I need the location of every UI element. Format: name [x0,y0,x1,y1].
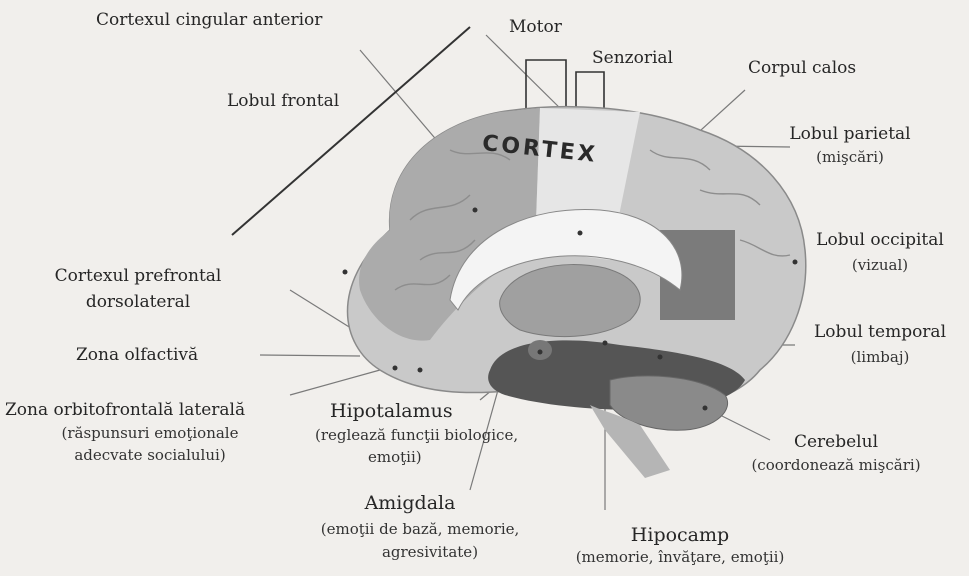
label-lobul-frontal: Lobul frontal [227,91,339,111]
motor-bracket [526,60,566,108]
label-lobul-temporal: Lobul temporal [814,322,946,342]
label-lobul-parietal-note: (mişcări) [816,148,884,167]
leader-motor-diag [486,35,570,118]
label-zona-orbitofrontala: Zona orbitofrontală laterală [5,400,245,420]
label-cortex-prefrontal-1: Cortexul prefrontal [55,266,222,286]
label-corpul-calos: Corpul calos [748,58,856,78]
label-cortex-prefrontal-2: dorsolateral [86,292,190,312]
label-lobul-occipital: Lobul occipital [816,230,944,250]
label-amigdala-note-2: agresivitate) [382,543,478,562]
label-zona-orbitofrontala-note-1: (răspunsuri emoţionale [62,424,239,443]
label-lobul-parietal: Lobul parietal [789,124,910,144]
label-amigdala: Amigdala [365,492,456,514]
label-cerebelul: Cerebelul [794,432,878,452]
label-hipocamp-note: (memorie, învăţare, emoţii) [576,548,785,567]
label-hipotalamus-note-1: (reglează funcţii biologice, [315,426,518,445]
label-hipotalamus-note-2: emoţii) [368,448,422,467]
label-zona-olfactiva: Zona olfactivă [76,345,198,365]
senzorial-bracket [576,72,604,112]
label-cerebelul-note: (coordonează mişcări) [751,456,920,475]
label-amigdala-note-1: (emoţii de bază, memorie, [321,520,520,539]
label-motor: Motor [509,17,562,37]
label-cortex-cingular: Cortexul cingular anterior [96,10,322,30]
leader-olfactiva [260,355,360,356]
label-zona-orbitofrontala-note-2: adecvate socialului) [74,446,225,465]
label-hipocamp: Hipocamp [631,524,729,546]
leader-cingular [360,50,445,150]
label-hipotalamus: Hipotalamus [330,400,453,422]
label-senzorial: Senzorial [592,48,673,68]
label-lobul-temporal-note: (limbaj) [851,348,910,367]
leader-orbitofrontala [290,370,380,395]
label-lobul-occipital-note: (vizual) [852,256,908,275]
